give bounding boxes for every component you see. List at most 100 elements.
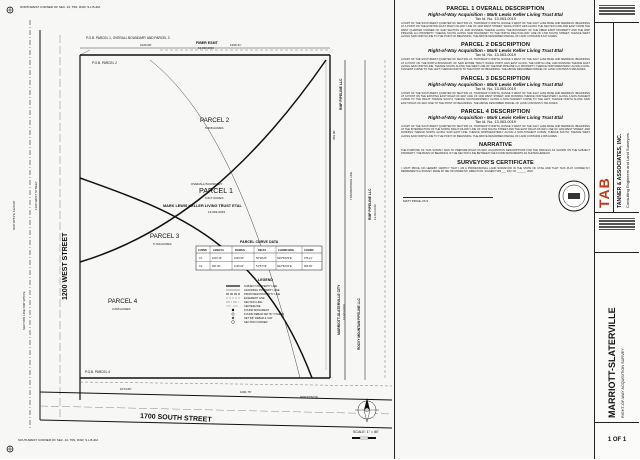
section-text: A PART OF THE SOUTHWEST QUARTER OF SECTI…: [401, 124, 590, 138]
parcel-4-area: 3.095 ACRES: [112, 307, 131, 311]
surveyor-seal-icon: [558, 180, 590, 212]
section-title: PARCEL 4 DESCRIPTION: [461, 108, 530, 115]
road-south-north-edge: [39, 391, 392, 401]
firm-logo-text: TAB: [596, 177, 612, 208]
legend-item: CENTERLINE: [244, 304, 261, 308]
section-tax-id: Tax Id. No. 13-063-0019: [475, 53, 516, 58]
rocky-mountain-label: ROCKY MOUNTAIN PIPELINE LLC: [357, 298, 361, 350]
dim-bot-a: 1074.60': [120, 387, 132, 391]
legend-swatch-rebar-found: [231, 312, 235, 316]
curve-c2-length: 997.46': [212, 264, 221, 268]
dim-top-a: 1026.08': [140, 43, 152, 47]
firm-name-panel: TANNER & ASSOCIATES, INC. Consulting Eng…: [613, 22, 639, 212]
legend-item: SUBJECT PROPERTY LINE: [244, 284, 277, 288]
dim-bot-b: 1061.75': [240, 390, 252, 394]
curve-c2-id: C2: [199, 264, 203, 268]
section-subtitle: Right-of-Way Acquisition - Mark Lewis Ke…: [428, 114, 563, 120]
curve-c2-brg: N22°52'02"E: [277, 264, 292, 268]
description-notes: PARCEL 1 OVERALL DESCRIPTION Right-of-Wa…: [394, 0, 594, 459]
section-tax-id: Tax Id. No. 13-063-0019: [475, 17, 516, 21]
rmp-id-label: 13-063-0016: [373, 204, 377, 220]
curve-col-length: LENGTH: [213, 248, 224, 252]
narrative-section: NARRATIVE THE PURPOSE OF THIS SURVEY WAS…: [401, 142, 590, 156]
section-title: PARCEL 1 OVERALL DESCRIPTION: [446, 6, 545, 12]
marriott-id-label: 13-063-0003: [342, 304, 346, 320]
legend-item: SET 5/8" REBAR & CAP: [244, 316, 273, 320]
sheet-number: 1 OF 1: [607, 437, 627, 443]
curve-table: PARCEL CURVE DATA CURVE LENGTH RADIUS DE…: [195, 240, 323, 271]
section-line-label: SECTION LINE N00°30'54"E: [22, 291, 26, 330]
curve-col-curve: CURVE: [198, 248, 207, 252]
parcel-3-name: PARCEL 3: [150, 233, 180, 240]
parcel-4-description: PARCEL 4 DESCRIPTION Right-of-Way Acquis…: [401, 109, 590, 138]
curve-c2-delta: 51°57'15": [256, 264, 267, 268]
curve-col-delta: DELTA: [258, 248, 266, 252]
site-plan: NORTHWEST CORNER OF SEC. 24, T6N, R3W, S…: [6, 5, 392, 453]
section-subtitle: Right-of-Way Acquisition - Mark Lewis Ke…: [428, 81, 563, 87]
firm-logo-panel: TAB: [595, 22, 614, 212]
curve-c1-brg: N20°50'29"E: [277, 256, 292, 260]
curve-c2-line: [79, 59, 327, 263]
pob-parcel-1-label: P.O.B. PARCEL 1, OVERALL BOUNDARY AND PA…: [86, 36, 170, 40]
nw-corner-marker: [6, 6, 14, 14]
legend-item: EASEMENT LINE: [244, 296, 265, 300]
legend-title: LEGEND: [258, 278, 273, 282]
section-text: A PART OF THE SOUTHWEST QUARTER OF SECTI…: [401, 91, 590, 105]
surveyor-certificate-section: SURVEYOR'S CERTIFICATE I, MATT PRICE, DO…: [401, 160, 590, 216]
overall-parcel-id: 13-063-0019: [208, 210, 225, 214]
curve-col-chord: CHORD: [304, 248, 314, 252]
legend: LEGEND SUBJECT PROPERTY LINE ADJOINING P…: [226, 278, 285, 324]
section-tax-id: Tax Id. No. 13-063-0019: [475, 119, 516, 124]
south-esmt-line: [79, 381, 392, 387]
north-arrow: [355, 398, 379, 423]
section-title: SURVEYOR'S CERTIFICATE: [457, 159, 534, 166]
legend-item: SECTION CORNER: [244, 320, 268, 324]
site-plan-drawing: NORTHWEST CORNER OF SEC. 24, T6N, R3W, S…: [6, 5, 392, 453]
scale-label: SCALE: 1" = 80': [353, 430, 379, 434]
legend-item: PROPOSED PROPERTY LINE: [244, 292, 280, 296]
city-title: MARRIOTT-SLATERVILLE: [607, 307, 617, 418]
revision-block: [595, 0, 639, 23]
curve-c1-id: C1: [199, 256, 203, 260]
road-south-centerline: [39, 405, 392, 415]
parcel-1-description: PARCEL 1 OVERALL DESCRIPTION Right-of-Wa…: [401, 6, 590, 38]
project-title-panel: MARRIOTT-SLATERVILLE RIGHT-OF-WAY ACQUIS…: [595, 252, 639, 423]
dim-top-b: 1206.41': [230, 43, 242, 47]
section-subtitle: Right-of-Way Acquisition - Mark Lewis Ke…: [428, 12, 563, 17]
interior-curve-line: [149, 59, 301, 379]
section-text: A PART OF THE SOUTHWEST QUARTER OF SECTI…: [401, 22, 590, 39]
dim-left: N00°30'54"E 1320.00': [12, 200, 16, 230]
parcel-2-area: 5.368 ACRES: [205, 126, 224, 130]
section-tax-id: Tax Id. No. 13-063-0019: [475, 86, 516, 91]
legend-swatch-section-corner: [231, 320, 235, 324]
signature-name: MATT PRICE, PLS: [403, 199, 429, 204]
dim-right: 659.00': [332, 130, 336, 140]
curve-table-title: PARCEL CURVE DATA: [240, 240, 279, 244]
section-title: PARCEL 3 DESCRIPTION: [461, 75, 530, 82]
legend-swatch-monument: [231, 308, 235, 312]
fiber-esmt-id: 13-063-0004: [198, 46, 214, 50]
sw-corner-label: SOUTHWEST CORNER OF SEC. 24, T6N, R3W, S…: [18, 438, 99, 442]
transmission-line-label: TRANSMISSION LINE: [349, 172, 353, 200]
section-title: NARRATIVE: [478, 142, 513, 149]
sheet-info-panel: [595, 212, 639, 253]
parcel-4-name: PARCEL 4: [108, 298, 138, 305]
curve-c2-radius: 1100.00': [234, 264, 244, 268]
parcel-2-name: PARCEL 2: [200, 117, 230, 124]
scale-bar: [352, 436, 376, 440]
rmp-label-2: RMP PIPELINE LLC: [368, 188, 372, 220]
pob-parcel-2-label: P.O.B. PARCEL 2: [92, 61, 117, 65]
parcel-1-area: 6.617 ACRES: [205, 196, 224, 200]
signature-block: MATT PRICE, PLS: [401, 177, 590, 215]
dim-bot-c: N89°37'52"W: [300, 395, 318, 399]
sw-corner-marker: [6, 445, 14, 453]
curve-c2-chord: 963.60': [304, 264, 313, 268]
section-text: I, MATT PRICE, DO HEREBY CERTIFY THAT I …: [401, 166, 590, 173]
rmp-label-1: RMP PIPELINE LLC: [339, 78, 343, 110]
street-south-label: 1700 SOUTH STREET: [140, 413, 213, 424]
curve-c1-line: [79, 177, 313, 379]
overall-boundary-label: OVERALL BOUNDARY: [191, 182, 223, 186]
legend-item: FOUND MONUMENT: [244, 308, 270, 312]
section-text: A PART OF THE SOUTHWEST QUARTER OF SECTI…: [401, 58, 590, 72]
curve-c1-delta: 56°00'20": [256, 256, 267, 260]
